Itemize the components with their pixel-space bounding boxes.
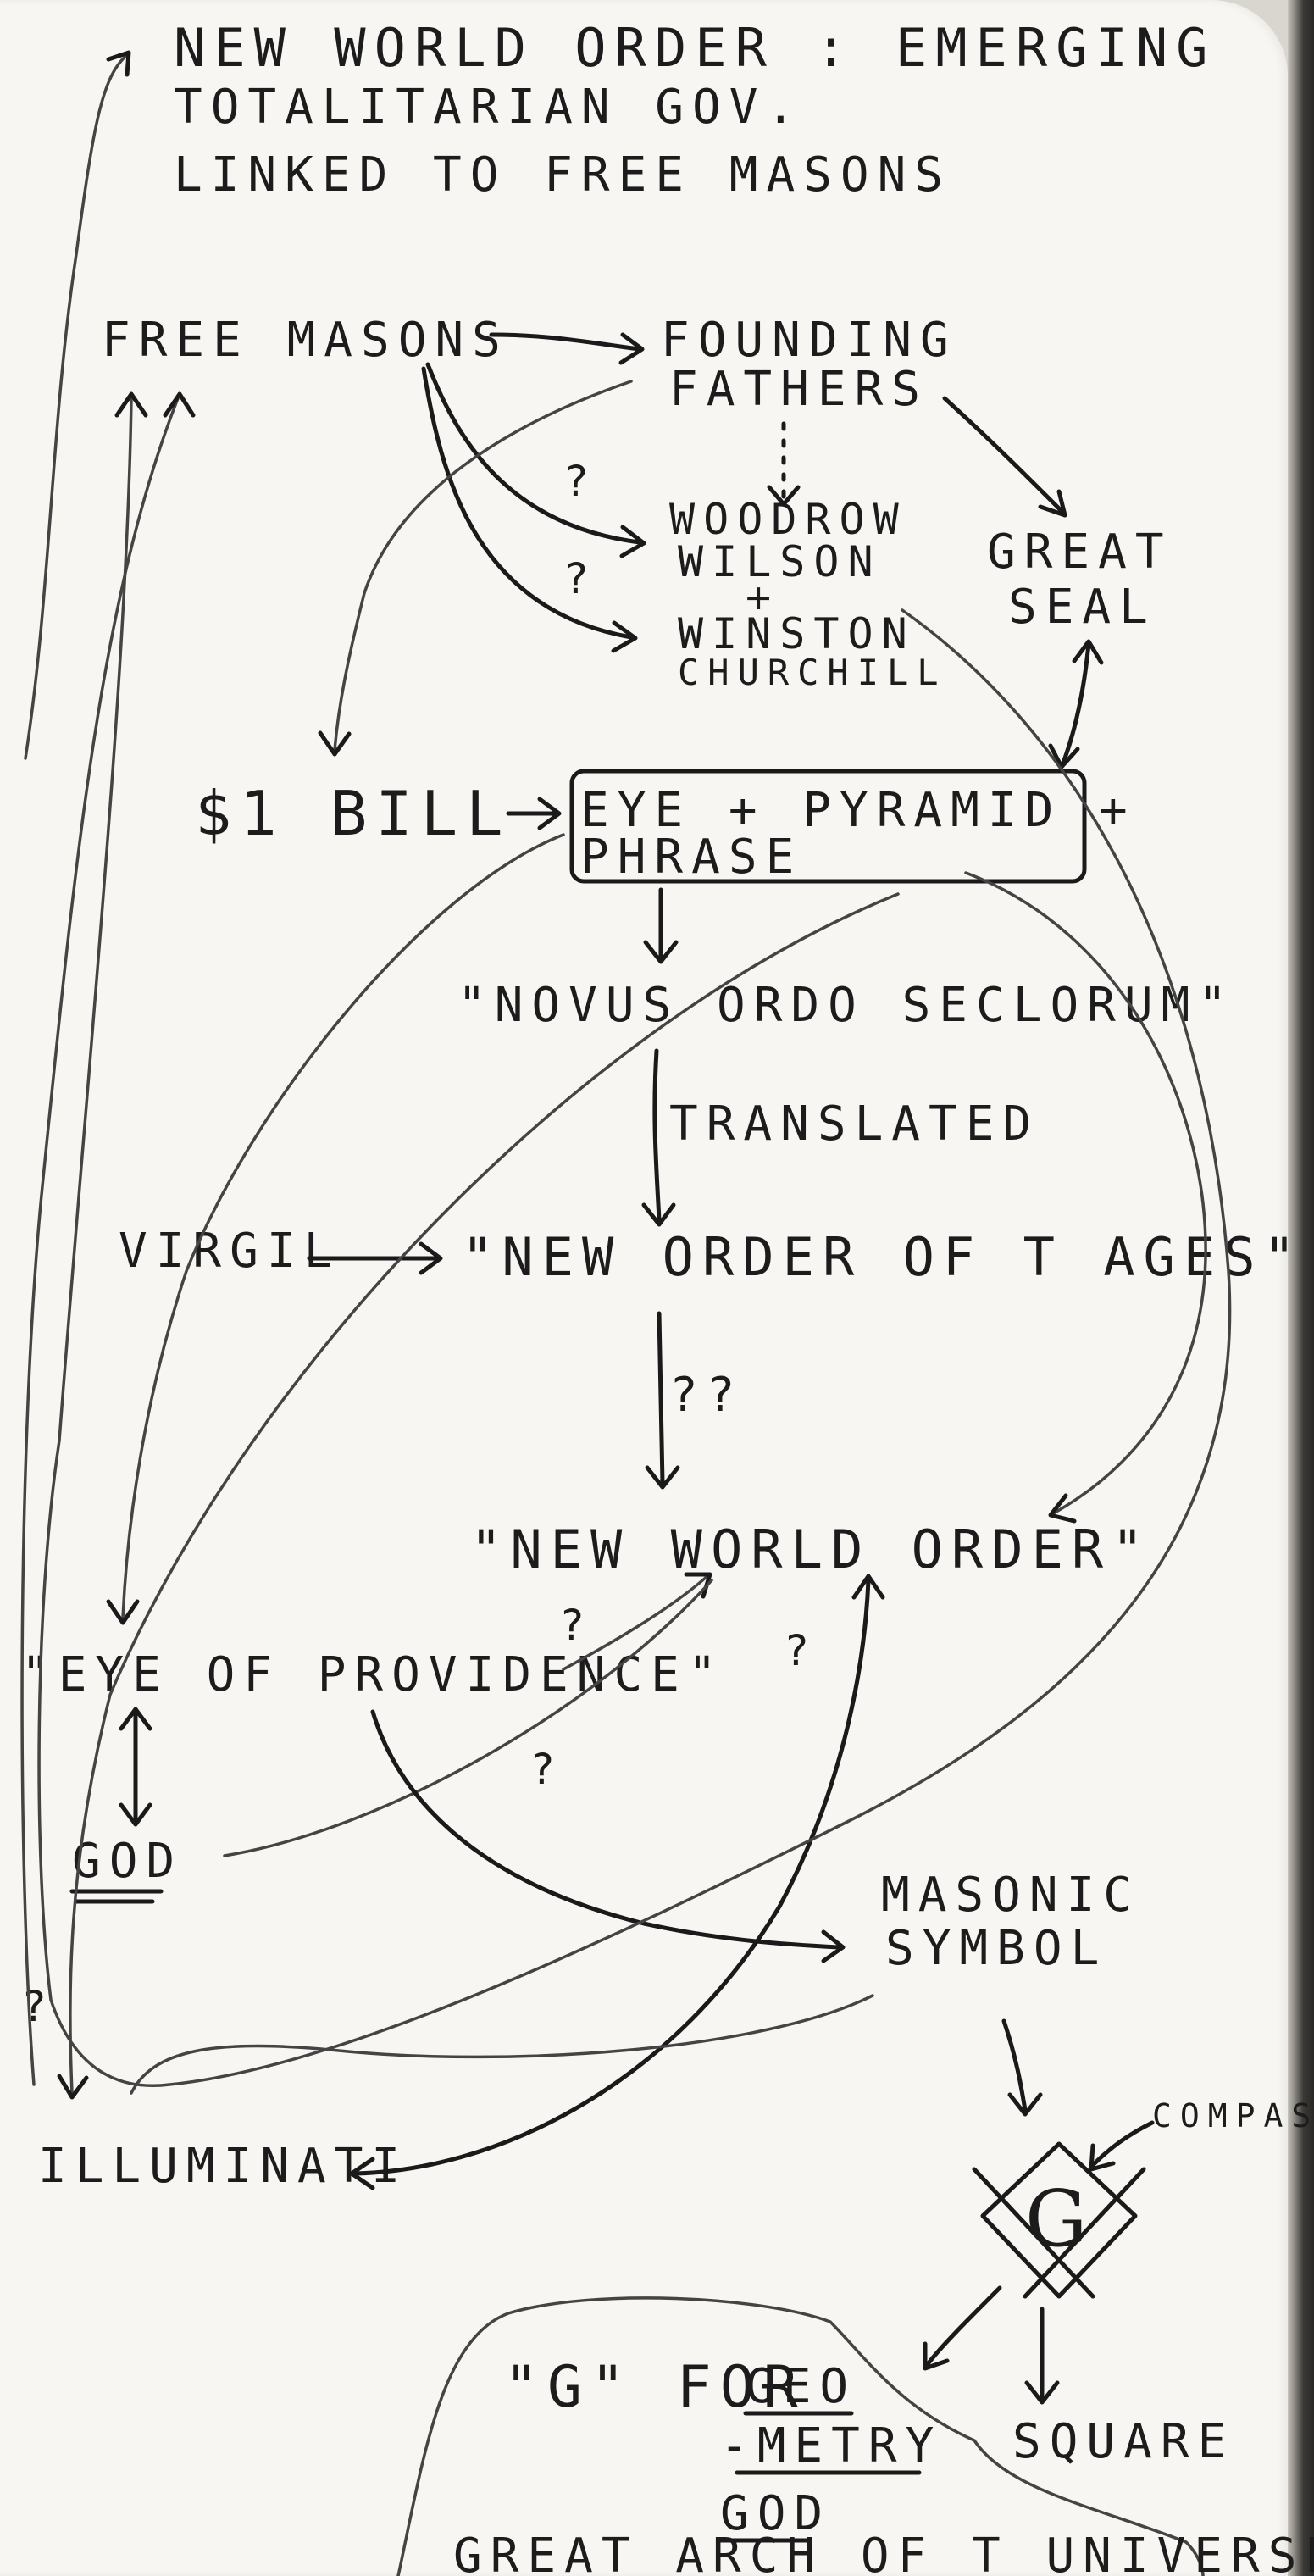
arrow-eyeprovidence-masonic bbox=[370, 1709, 841, 1950]
arrow-founding-dollarbill bbox=[333, 380, 633, 752]
header: NEW WORLD ORDER : EMERGING TOTALITARIAN … bbox=[174, 17, 1217, 203]
node-great-seal-1: GREAT bbox=[987, 525, 1173, 580]
node-founding-fathers-2: FATHERS bbox=[669, 362, 929, 417]
label-translated: TRANSLATED bbox=[669, 1096, 1040, 1152]
arrow-freemasons-founding bbox=[489, 332, 642, 352]
node-founding-fathers-1: FOUNDING bbox=[661, 313, 957, 368]
node-new-world-order: "NEW WORLD ORDER" bbox=[470, 1518, 1152, 1580]
arrow-compass-label bbox=[1090, 2120, 1155, 2168]
label-g-for: "G" FOR bbox=[504, 2354, 807, 2421]
node-new-order: "NEW ORDER OF T AGES" bbox=[462, 1226, 1304, 1288]
node-eye-pyramid-2: PHRASE bbox=[580, 830, 802, 885]
arrow-masonic-illuminati bbox=[130, 1994, 874, 2095]
label-double-question: ?? bbox=[669, 1368, 743, 1423]
node-masonic-2: SYMBOL bbox=[885, 1921, 1107, 1976]
symbol-g-letter: G bbox=[1025, 2174, 1088, 2264]
question-mark-1: ? bbox=[563, 457, 597, 506]
arrow-symbol-gfor bbox=[925, 2285, 1002, 2367]
geometry-cloud-outline bbox=[396, 2296, 1205, 2576]
notebook-binding-edge bbox=[1288, 0, 1314, 2576]
label-square: SQUARE bbox=[1012, 2414, 1234, 2469]
node-great-seal-2: SEAL bbox=[1008, 580, 1156, 635]
node-churchill: CHURCHILL bbox=[678, 652, 947, 693]
label-metry: -METRY bbox=[720, 2418, 942, 2473]
arrow-neworder-nwo bbox=[657, 1311, 665, 1485]
node-masonic-1: MASONIC bbox=[881, 1868, 1140, 1923]
arrow-eyepyramid-nwo bbox=[964, 871, 1207, 1514]
node-eye-providence: "EYE OF PROVIDENCE" bbox=[21, 1647, 725, 1702]
connectors bbox=[20, 50, 1232, 2405]
node-eye-pyramid-1: EYE + PYRAMID + bbox=[580, 783, 1136, 838]
arrow-masonic-compass bbox=[1001, 2018, 1028, 2112]
label-compass: COMPASS bbox=[1152, 2097, 1314, 2135]
node-illuminati: ILLUMINATI bbox=[38, 2139, 408, 2194]
god-underline bbox=[69, 1889, 164, 1904]
arrow-illuminati-nwo bbox=[353, 1578, 871, 2176]
eye-pyramid-box bbox=[569, 769, 1087, 884]
question-mark-4: ? bbox=[784, 1626, 818, 1675]
node-god: GOD bbox=[72, 1834, 183, 1889]
node-dollar-bill: $1 BILL bbox=[195, 778, 511, 849]
node-freemasons: FREE MASONS bbox=[102, 313, 509, 368]
arrow-long-left-illuminati bbox=[69, 892, 900, 2095]
node-wilson: WILSON bbox=[678, 537, 882, 586]
label-great-arch: GREAT ARCH OF T UNIVERSE bbox=[453, 2529, 1314, 2576]
question-mark-2: ? bbox=[563, 554, 597, 603]
label-geo: GEO bbox=[746, 2359, 857, 2414]
header-line-3: LINKED TO FREE MASONS bbox=[174, 147, 951, 203]
node-novus: "NOVUS ORDO SECLORUM" bbox=[457, 978, 1235, 1033]
arrow-greatseal-eyepyramid bbox=[1061, 641, 1091, 765]
compass-square-symbol: G bbox=[972, 2141, 1146, 2299]
arrow-eyeprovidence-nwo bbox=[562, 1574, 709, 1671]
arrow-novus-neworder bbox=[652, 1048, 662, 1223]
arrow-god-nwo bbox=[223, 1579, 713, 1857]
header-line-2: TOTALITARIAN GOV. bbox=[174, 80, 803, 135]
plus-sign: + bbox=[746, 573, 779, 622]
node-winston: WINSTON bbox=[678, 609, 916, 658]
question-mark-3: ? bbox=[559, 1601, 593, 1650]
question-mark-5: ? bbox=[529, 1745, 563, 1794]
arrow-freemasons-churchill bbox=[421, 366, 634, 640]
arrow-big-loop-freemasons bbox=[37, 397, 1232, 2087]
arrow-freemasons-wilson bbox=[425, 362, 642, 545]
arrow-eyepyramid-eyeprovidence bbox=[121, 833, 565, 1620]
symbol-cross-lines bbox=[972, 2167, 1146, 2299]
question-mark-6: ? bbox=[21, 1982, 55, 2031]
node-virgil: VIRGIL bbox=[119, 1224, 341, 1279]
arrow-founding-greatseal bbox=[942, 396, 1066, 515]
label-god-2: GOD bbox=[720, 2486, 831, 2541]
arrow-margin-to-header bbox=[24, 53, 129, 760]
header-line-1: NEW WORLD ORDER : EMERGING bbox=[174, 17, 1217, 79]
arrow-margin-freemasons bbox=[20, 397, 180, 2086]
symbol-diamond bbox=[980, 2141, 1138, 2299]
